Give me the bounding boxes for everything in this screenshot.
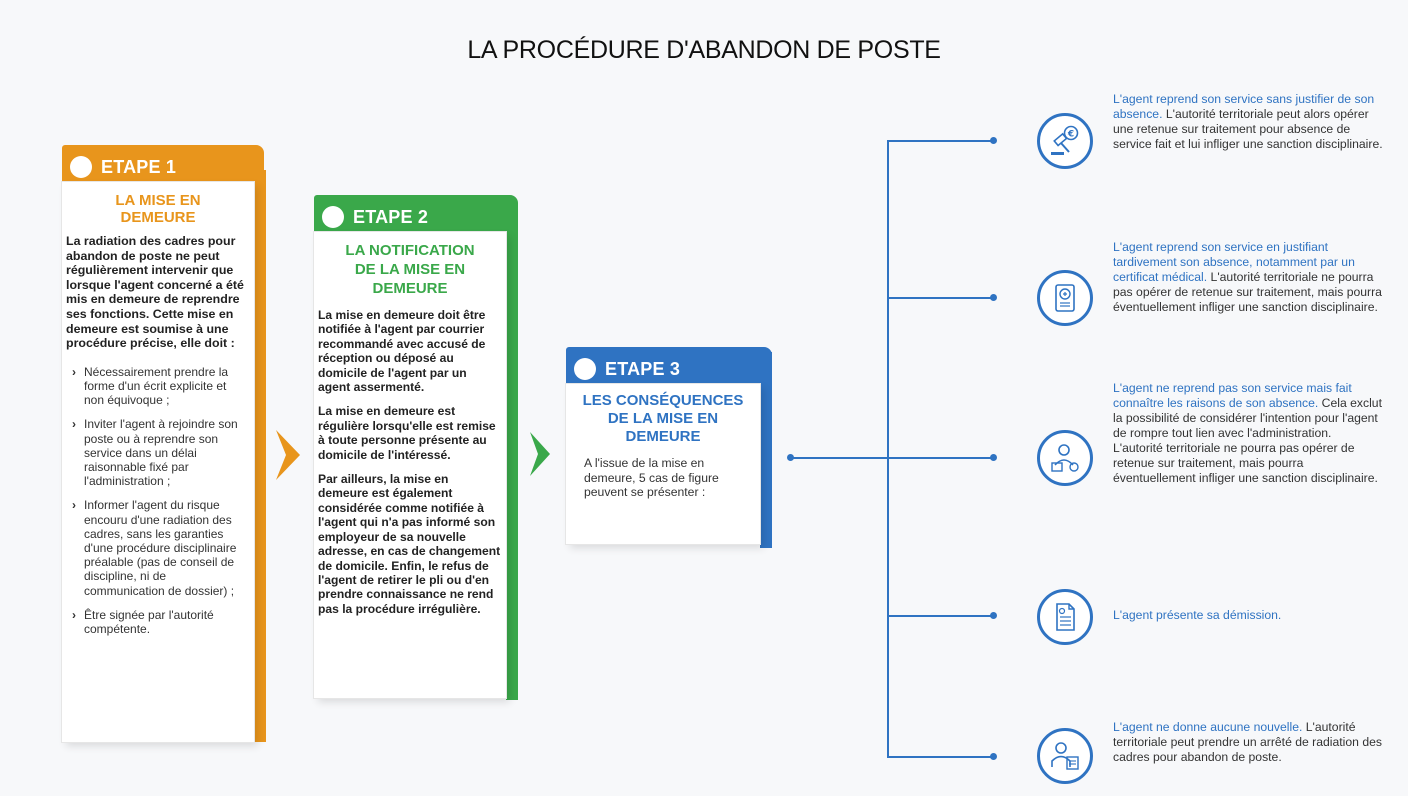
outcome-1-highlight: L'agent reprend son service sans justifi… xyxy=(1113,92,1375,121)
branch-end-dot xyxy=(990,137,997,144)
agent-no-news-icon xyxy=(1037,728,1093,784)
step1-heading-line2: DEMEURE xyxy=(120,209,196,226)
step2-paragraph-1: La mise en demeure doit être notifiée à … xyxy=(318,308,486,395)
step1-side-bar xyxy=(254,170,266,742)
step1-heading: LA MISE EN DEMEURE xyxy=(62,192,254,226)
connector-branch-5 xyxy=(887,756,993,758)
step2-paragraph-2: La mise en demeure est régulière lorsqu'… xyxy=(318,404,496,462)
step3-tab-label: ETAPE 3 xyxy=(605,358,681,379)
step1-bullet: Être signée par l'autorité compétente. xyxy=(70,608,248,636)
outcome-5-text: L'agent ne donne aucune nouvelle. L'auto… xyxy=(1113,720,1383,765)
branch-end-dot xyxy=(990,294,997,301)
step2-content: LA NOTIFICATION DE LA MISE EN DEMEURE La… xyxy=(314,232,506,698)
agent-reasons-icon xyxy=(1037,430,1093,486)
step2-tab: ETAPE 2 xyxy=(314,195,518,239)
step3-text: A l'issue de la mise en demeure, 5 cas d… xyxy=(584,456,719,500)
step1-content: LA MISE EN DEMEURE La radiation des cadr… xyxy=(62,182,254,742)
step2-heading-line1: LA NOTIFICATION xyxy=(345,242,475,259)
step2-paragraph-3: Par ailleurs, la mise en demeure est éga… xyxy=(318,472,501,616)
outcome-1-text: L'agent reprend son service sans justifi… xyxy=(1113,92,1383,152)
svg-text:€: € xyxy=(1067,130,1074,140)
outcome-4-highlight: L'agent présente sa démission. xyxy=(1113,608,1282,622)
step1-heading-line1: LA MISE EN xyxy=(115,192,201,209)
money-gavel-icon: € xyxy=(1037,113,1093,169)
step3-content: LES CONSÉQUENCES DE LA MISE EN DEMEURE A… xyxy=(566,384,760,544)
outcome-3-highlight: L'agent ne reprend pas son service mais … xyxy=(1113,381,1352,410)
green-arrow-icon xyxy=(530,432,550,476)
branch-end-dot xyxy=(990,454,997,461)
step1-bullet: Nécessairement prendre la forme d'un écr… xyxy=(70,365,248,408)
step2-side-bar xyxy=(506,205,518,700)
orange-arrow-icon xyxy=(276,430,300,480)
outcome-4-text: L'agent présente sa démission. xyxy=(1113,608,1383,623)
step1-bullet: Inviter l'agent à rejoindre son poste ou… xyxy=(70,417,248,488)
outcome-2-text: L'agent reprend son service en justifian… xyxy=(1113,240,1383,315)
step3-dot-icon xyxy=(574,358,596,380)
medical-certificate-icon xyxy=(1037,270,1093,326)
outcome-5-highlight: L'agent ne donne aucune nouvelle. xyxy=(1113,720,1303,734)
step1-dot-icon xyxy=(70,156,92,178)
connector-branch-2 xyxy=(887,297,993,299)
connector-branch-1 xyxy=(887,140,993,142)
outcome-2-highlight: L'agent reprend son service en justifian… xyxy=(1113,240,1355,284)
step2-tab-label: ETAPE 2 xyxy=(353,206,429,227)
step1-bullet: Informer l'agent du risque encouru d'une… xyxy=(70,498,248,597)
outcome-2-body: L'autorité territoriale ne pourra pas op… xyxy=(1113,270,1382,314)
step3-side-bar xyxy=(760,352,772,548)
step2-heading-line2: DE LA MISE EN xyxy=(354,261,466,278)
step2-heading-line3: DEMEURE xyxy=(372,280,448,297)
outcome-3-text: L'agent ne reprend pas son service mais … xyxy=(1113,381,1383,486)
connector-vertical xyxy=(887,140,889,757)
resignation-letter-icon xyxy=(1037,589,1093,645)
outcome-3-body: Cela exclut la possibilité de considérer… xyxy=(1113,396,1382,485)
outcome-5-body: L'autorité territoriale peut prendre un … xyxy=(1113,720,1382,764)
connector-branch-3 xyxy=(887,457,993,459)
step3-heading-line3: DEMEURE xyxy=(625,428,701,445)
step1-bullet-list: Nécessairement prendre la forme d'un écr… xyxy=(70,365,248,636)
page-title: LA PROCÉDURE D'ABANDON DE POSTE xyxy=(467,36,941,64)
step1-intro: La radiation des cadres pour abandon de … xyxy=(66,234,244,351)
branch-end-dot xyxy=(990,753,997,760)
step1-tab-label: ETAPE 1 xyxy=(101,156,177,177)
outcome-1-body: L'autorité territoriale peut alors opére… xyxy=(1113,107,1383,151)
step3-heading-line1: LES CONSÉQUENCES xyxy=(582,392,744,409)
connector-branch-4 xyxy=(887,615,993,617)
branch-end-dot xyxy=(990,612,997,619)
connector-trunk xyxy=(792,457,888,459)
step1-tab: ETAPE 1 xyxy=(62,145,264,189)
step2-dot-icon xyxy=(322,206,344,228)
step3-heading-line2: DE LA MISE EN xyxy=(607,410,719,427)
step2-heading: LA NOTIFICATION DE LA MISE EN DEMEURE xyxy=(314,241,506,298)
step3-tab: ETAPE 3 xyxy=(566,347,772,391)
step3-heading: LES CONSÉQUENCES DE LA MISE EN DEMEURE xyxy=(566,392,760,446)
connector-origin-dot xyxy=(787,454,794,461)
